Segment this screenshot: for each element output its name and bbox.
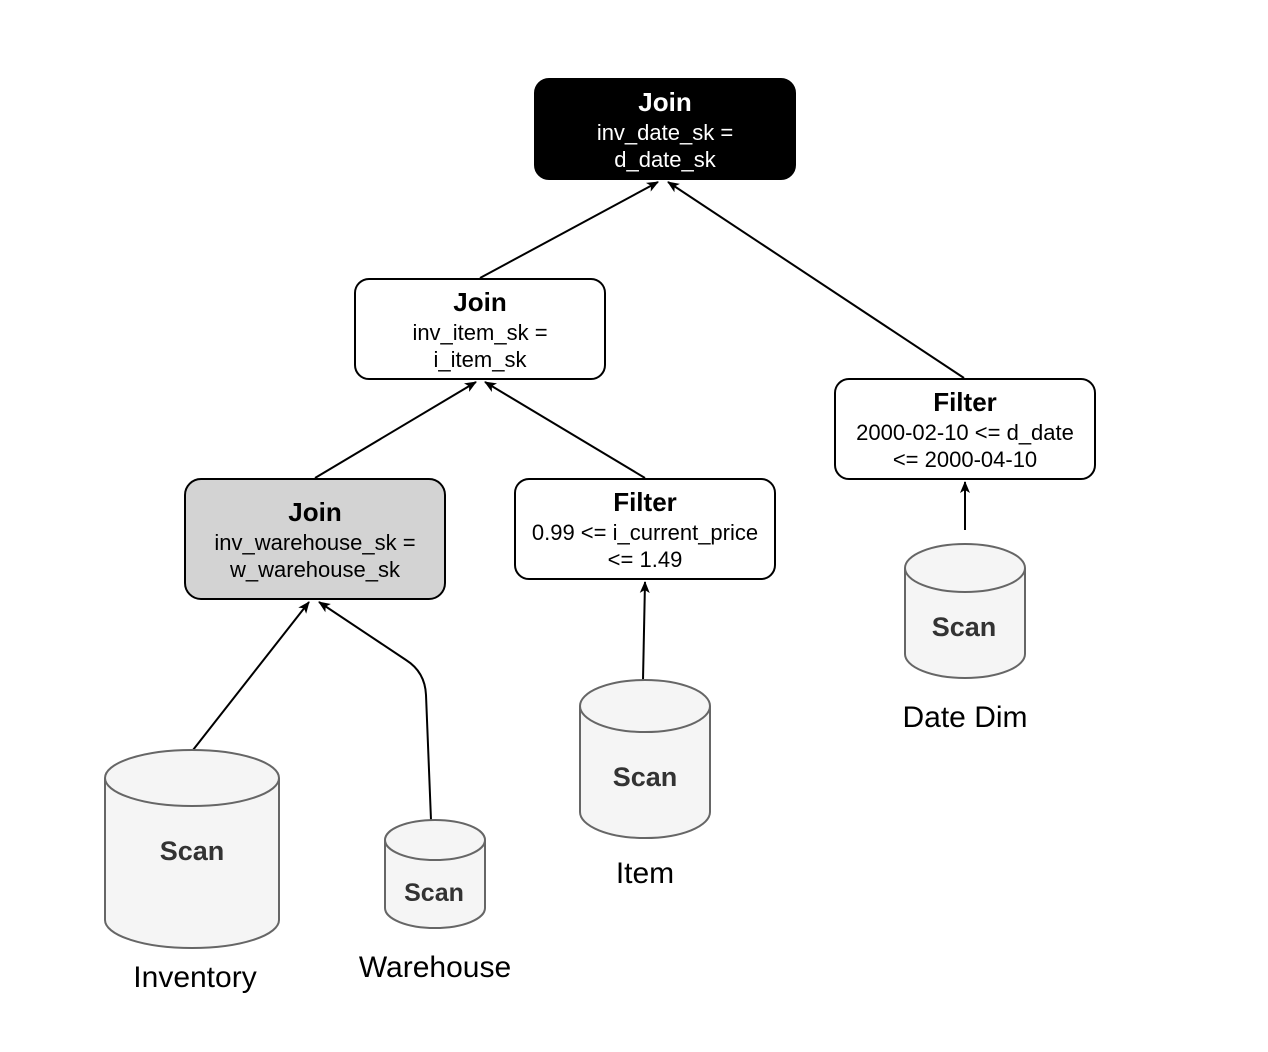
inventory-scan-cylinder-body xyxy=(104,778,280,949)
item-join-condition-line1: inv_item_sk = xyxy=(412,320,547,345)
warehouse-join-box xyxy=(184,478,446,600)
edges xyxy=(192,181,970,821)
date-filter-condition-line1: 2000-02-10 <= d_date xyxy=(856,420,1074,445)
warehouse-join-condition-line1: inv_warehouse_sk = xyxy=(214,530,415,555)
edge-item-filter-to-item-join xyxy=(484,381,646,479)
item-table-name: Item xyxy=(616,857,674,890)
date-dim-scan-label: Scan xyxy=(932,612,997,642)
edge-item-join-to-root-join xyxy=(479,181,659,279)
edge-date-filter-to-root-join xyxy=(667,181,965,379)
warehouse-table-name: Warehouse xyxy=(359,951,511,984)
item-join-node: Join inv_item_sk = i_item_sk xyxy=(354,278,606,380)
date-filter-node: Filter 2000-02-10 <= d_date <= 2000-04-1… xyxy=(834,378,1096,480)
date-dim-table-name: Date Dim xyxy=(902,701,1027,734)
warehouse-scan-node: Scan Warehouse xyxy=(359,819,511,984)
date-filter-box xyxy=(834,378,1096,480)
inventory-scan-label: Scan xyxy=(160,836,225,866)
item-join-box xyxy=(354,278,606,380)
inventory-scan-node: Scan Inventory xyxy=(104,749,280,994)
edge-warehouse-join-to-item-join xyxy=(314,381,477,479)
root-join-condition-line2: d_date_sk xyxy=(614,147,717,172)
warehouse-join-node: Join inv_warehouse_sk = w_warehouse_sk xyxy=(184,478,446,600)
item-filter-condition-line2: <= 1.49 xyxy=(608,547,683,572)
item-scan-label: Scan xyxy=(613,762,678,792)
date-dim-scan-node: Scan Date Dim xyxy=(902,543,1028,734)
item-join-title: Join xyxy=(453,287,506,317)
root-join-node: Join inv_date_sk = d_date_sk xyxy=(534,78,796,180)
root-join-box xyxy=(534,78,796,180)
edge-item-scan-to-item-filter xyxy=(639,581,650,681)
item-join-condition-line2: i_item_sk xyxy=(434,347,528,372)
date-dim-scan-cylinder-top xyxy=(904,543,1026,593)
warehouse-scan-label: Scan xyxy=(404,879,464,907)
inventory-scan-cylinder-top xyxy=(104,749,280,807)
item-scan-cylinder-top xyxy=(579,679,711,733)
item-scan-node: Scan Item xyxy=(579,679,711,890)
edge-warehouse-scan-to-warehouse-join xyxy=(318,601,432,821)
root-join-condition-line1: inv_date_sk = xyxy=(597,120,733,145)
root-join-title: Join xyxy=(638,87,691,117)
date-filter-title: Filter xyxy=(933,387,997,417)
warehouse-scan-cylinder-body xyxy=(384,840,486,929)
item-scan-cylinder-body xyxy=(579,706,711,839)
edge-inventory-scan-to-warehouse-join xyxy=(192,601,310,751)
item-filter-node: Filter 0.99 <= i_current_price <= 1.49 xyxy=(514,478,776,580)
warehouse-scan-cylinder-top xyxy=(384,819,486,861)
inventory-table-name: Inventory xyxy=(133,961,256,994)
item-filter-box xyxy=(514,478,776,580)
item-filter-condition-line1: 0.99 <= i_current_price xyxy=(532,520,758,545)
date-dim-scan-cylinder-body xyxy=(904,568,1026,679)
item-filter-title: Filter xyxy=(613,487,677,517)
date-filter-condition-line2: <= 2000-04-10 xyxy=(893,447,1037,472)
warehouse-join-condition-line2: w_warehouse_sk xyxy=(229,557,401,582)
warehouse-join-title: Join xyxy=(288,497,341,527)
